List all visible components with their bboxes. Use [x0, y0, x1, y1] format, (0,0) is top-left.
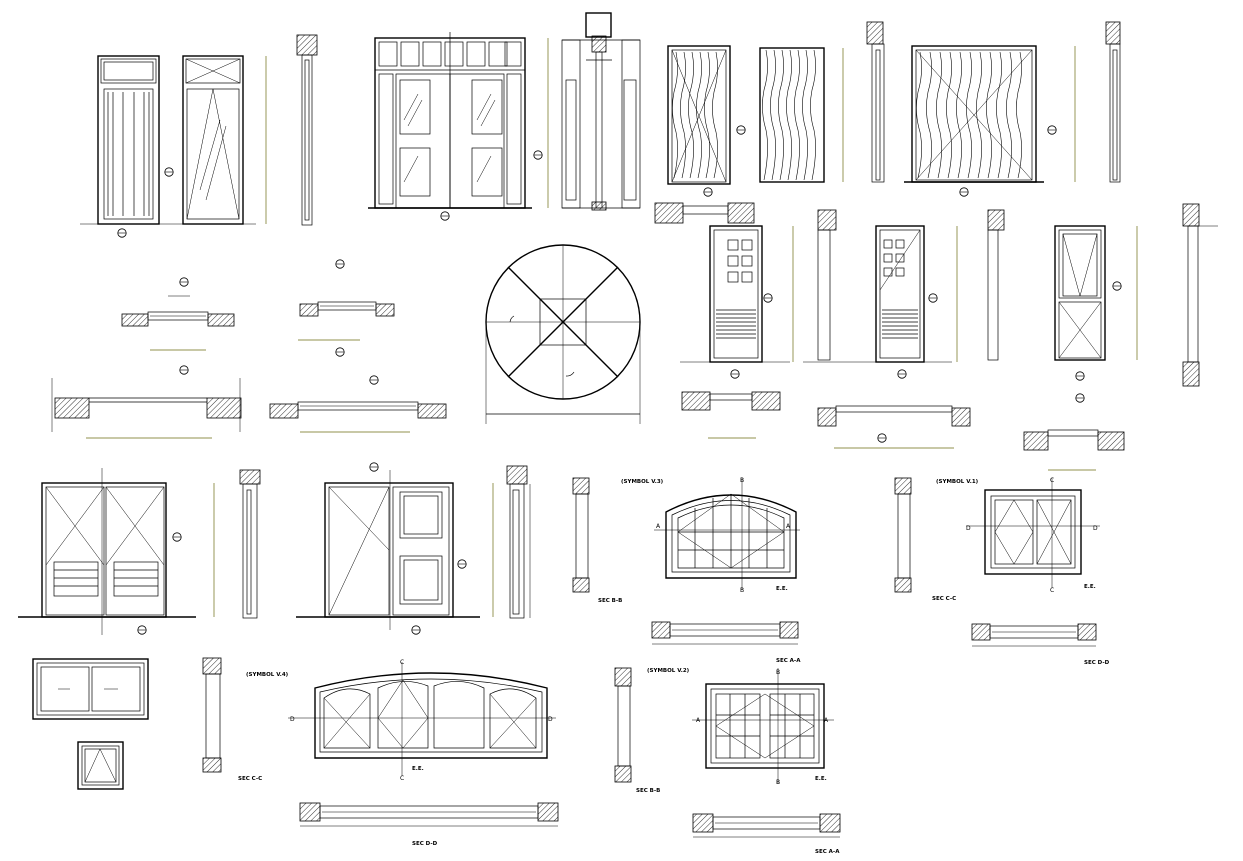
wood-double-door: [904, 45, 1076, 183]
arched-ribbon-window-v4: [288, 662, 556, 776]
arched-window-v3: [654, 478, 800, 590]
mark-c-top: C: [1050, 477, 1054, 484]
label-symbol-v2: (SYMBOL V.2): [647, 668, 690, 674]
door-plan-6: [1023, 429, 1125, 471]
label-e-e-3: E.E.: [412, 766, 424, 772]
door-plan-5: [817, 405, 971, 449]
label-sec-d-d-1: SEC D-D: [1084, 660, 1110, 666]
door-elevation-paneled: [80, 55, 256, 225]
label-sec-c-c-2: SEC C-C: [238, 776, 262, 782]
double-door-paneled: [296, 470, 494, 630]
door-section-1: [265, 34, 318, 226]
mark-b-bottom: B: [740, 587, 744, 594]
double-door-with-transom: [368, 32, 549, 209]
door-section-4: [987, 209, 1005, 361]
door-plan-1: [121, 295, 235, 351]
glazed-door-small: [1054, 225, 1138, 361]
door-louvered-small: [654, 202, 794, 363]
label-sec-d-d-2: SEC D-D: [412, 841, 438, 847]
double-door-louvered: [18, 468, 215, 635]
label-symbol-v4: (SYMBOL V.4): [246, 672, 289, 678]
mark-d-right: D: [1093, 525, 1098, 532]
mark-d-left-2: D: [290, 716, 295, 723]
mark-c-bottom: C: [1050, 587, 1054, 594]
wood-door-section-right: [1105, 21, 1121, 183]
label-symbol-v3: (SYMBOL V.3): [621, 479, 664, 485]
label-sec-b-b: SEC B-B: [598, 598, 622, 604]
mark-b-top: B: [740, 477, 744, 484]
mark-a-left: A: [656, 523, 661, 530]
grid-window-v2: [692, 668, 834, 784]
window-section-b-b-2: [614, 667, 632, 783]
double-door-section-2: [506, 465, 531, 619]
hopper-window: [77, 741, 124, 790]
wood-door-section-left: [866, 21, 885, 183]
door-section-3: [803, 209, 850, 363]
label-e-e-2: E.E.: [1084, 584, 1096, 590]
door-section-2: [561, 12, 641, 211]
door-plan-3: [269, 401, 447, 433]
door-plan-wide: [51, 378, 242, 439]
door-louvered-small-2: [850, 225, 958, 363]
label-e-e-1: E.E.: [776, 586, 788, 592]
door-plan-4: [681, 391, 781, 439]
window-section-c-c-2: [202, 657, 222, 773]
sliding-window: [32, 658, 149, 720]
revolving-door-plan: [485, 244, 641, 424]
mark-a-right-2: A: [824, 717, 829, 724]
label-sec-c-c-1: SEC C-C: [932, 596, 956, 602]
window-section-c-c: [894, 477, 912, 593]
mark-b-top-2: B: [776, 669, 780, 676]
casement-window-v1: [966, 478, 1100, 588]
label-symbol-v1: (SYMBOL V.1): [936, 479, 979, 485]
window-plan-d-d-2: [299, 802, 559, 827]
window-plan-d-d-1: [971, 623, 1097, 647]
label-sec-b-b-2: SEC B-B: [636, 788, 660, 794]
label-sec-a-a-1: SEC A-A: [776, 658, 801, 664]
door-elevation-glazed: [182, 55, 244, 225]
label-sec-a-a-2: SEC A-A: [815, 849, 840, 855]
window-plan-a-a: [651, 621, 799, 645]
mark-d-right-2: D: [548, 716, 553, 723]
mark-c-bottom-2: C: [400, 775, 404, 782]
wood-door-middle: [759, 47, 844, 183]
mark-c-top-2: C: [400, 659, 404, 666]
wood-door-left: [667, 45, 731, 185]
mark-a-right: A: [786, 523, 791, 530]
double-door-section-1: [239, 469, 261, 619]
mark-b-bottom-2: B: [776, 779, 780, 786]
mark-d-left: D: [966, 525, 971, 532]
glazed-door-section: [1182, 203, 1218, 387]
window-section-b-b: [572, 477, 590, 593]
window-plan-a-a-2: [692, 813, 841, 838]
label-e-e-4: E.E.: [815, 776, 827, 782]
mark-a-left-2: A: [696, 717, 701, 724]
door-plan-2: [298, 301, 395, 341]
